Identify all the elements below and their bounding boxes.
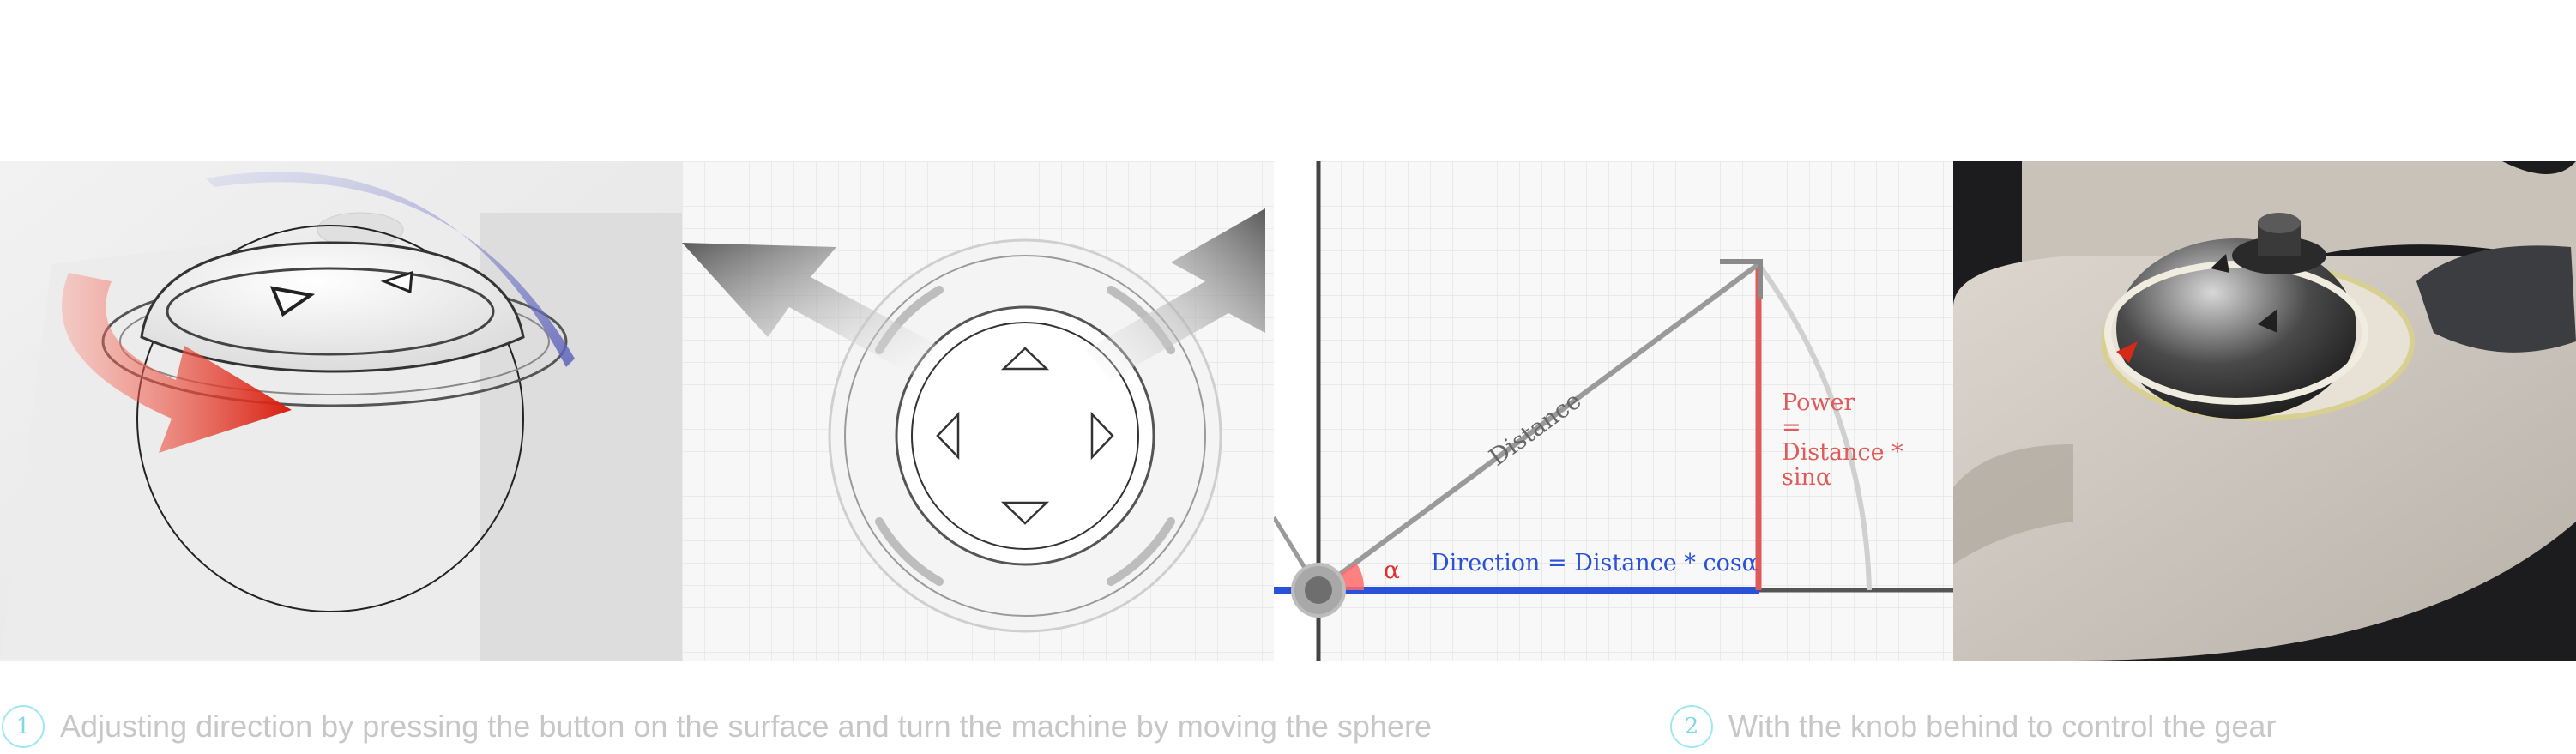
vector-decomposition-diagram: Distance α Direction = Distance * cosα P…	[1274, 161, 1953, 661]
power-label-line-4: sinα	[1782, 464, 1831, 491]
black-arrow-button-icon	[2211, 254, 2229, 273]
device-render-drawing	[1953, 161, 2576, 661]
caption-1-number-badge: 1	[2, 705, 45, 748]
down-arrow-icon	[1000, 501, 1050, 525]
red-arrow-button-icon	[2116, 341, 2138, 363]
up-arrow-button-icon	[380, 270, 413, 294]
sphere-outline	[136, 225, 524, 612]
up-arrow-icon	[1000, 347, 1050, 371]
caption-1: 1 Adjusting direction by pressing the bu…	[2, 699, 1432, 754]
left-arrow-button-icon	[269, 286, 316, 317]
rubber-pad	[2416, 245, 2576, 353]
right-direction-arrow-icon	[1085, 208, 1265, 380]
power-label-line-1: Power	[1782, 389, 1855, 416]
vector-diagram-drawing: Distance α Direction = Distance * cosα P…	[1274, 161, 1953, 661]
top-view-drawing	[682, 161, 1274, 661]
distance-arc	[1756, 262, 1872, 591]
distance-vector	[1317, 262, 1760, 593]
dome-top	[895, 305, 1155, 566]
red-rotation-arrow-icon	[62, 273, 292, 453]
distance-arrowhead-icon	[1720, 259, 1763, 299]
caption-2-text: With the knob behind to control the gear	[1728, 709, 2277, 744]
left-arrow-icon	[936, 411, 960, 461]
control-sphere	[2116, 238, 2356, 419]
caption-2: 2 With the knob behind to control the ge…	[1670, 699, 2276, 754]
direction-label: Direction = Distance * cosα	[1431, 550, 1758, 576]
top-view-illustration	[682, 161, 1274, 661]
power-label-line-2: =	[1782, 414, 1801, 441]
blue-rotation-arrow-icon	[206, 172, 575, 367]
left-direction-arrow-icon	[682, 243, 939, 376]
caption-1-text: Adjusting direction by pressing the butt…	[60, 709, 1432, 744]
sphere-rotation-illustration	[0, 161, 682, 661]
alpha-label: α	[1384, 556, 1400, 584]
right-arrow-icon	[1090, 411, 1114, 461]
device-render-photo	[1953, 161, 2576, 661]
power-label-line-3: Distance *	[1782, 439, 1903, 466]
caption-2-number-badge: 2	[1670, 705, 1713, 748]
sphere-rotation-drawing	[0, 161, 682, 661]
